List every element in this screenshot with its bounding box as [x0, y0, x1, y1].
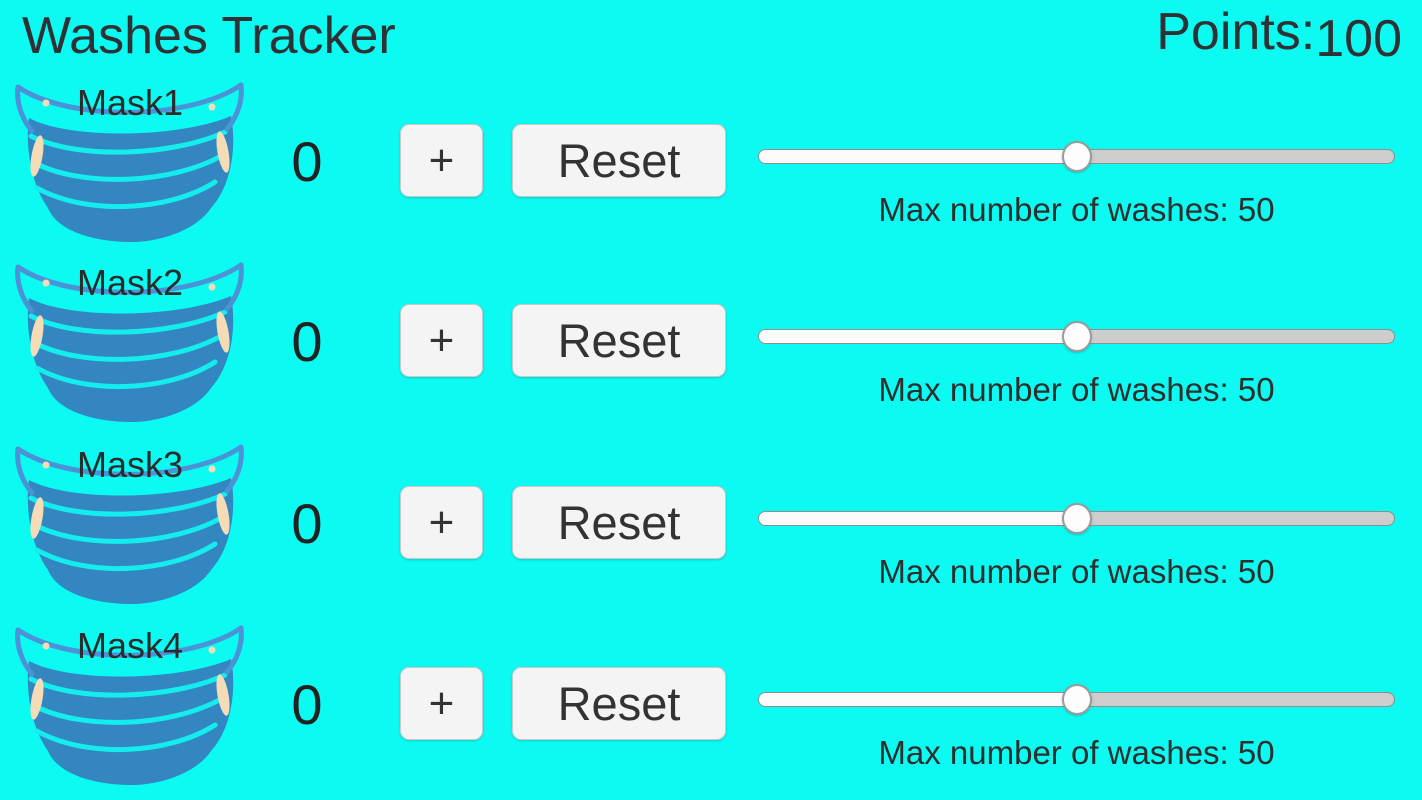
mask-image: Mask2 [15, 262, 245, 427]
slider-thumb[interactable] [1061, 321, 1092, 352]
mask-row: Mask1 0 + Reset Max number of washes: 50 [0, 79, 1422, 261]
increment-button[interactable]: + [400, 304, 483, 377]
page-title: Washes Tracker [22, 7, 396, 65]
mask-label: Mask2 [76, 262, 184, 303]
reset-button[interactable]: Reset [512, 486, 726, 559]
reset-button[interactable]: Reset [512, 124, 726, 197]
wash-count: 0 [291, 130, 323, 193]
reset-button[interactable]: Reset [512, 667, 726, 740]
points-value: 100 [1315, 10, 1402, 68]
points-label: Points: [1156, 3, 1316, 61]
points-display: Points:100 [1156, 2, 1402, 69]
mask-image: Mask1 [15, 82, 245, 247]
mask-label: Mask4 [76, 625, 184, 666]
washes-slider[interactable] [758, 321, 1395, 352]
slider-caption: Max number of washes: 50 [878, 371, 1275, 408]
mask-label: Mask3 [76, 444, 184, 485]
mask-image: Mask3 [15, 444, 245, 609]
increment-button[interactable]: + [400, 486, 483, 559]
reset-button[interactable]: Reset [512, 304, 726, 377]
slider-track-filled[interactable] [759, 150, 1077, 163]
slider-thumb[interactable] [1061, 141, 1092, 172]
mask-label: Mask1 [76, 82, 184, 123]
slider-thumb[interactable] [1061, 503, 1092, 534]
slider-caption: Max number of washes: 50 [878, 734, 1275, 771]
slider-caption: Max number of washes: 50 [878, 191, 1275, 228]
wash-count: 0 [291, 492, 323, 555]
slider-thumb[interactable] [1061, 684, 1092, 715]
washes-slider[interactable] [758, 684, 1395, 715]
mask-row: Mask3 0 + Reset Max number of washes: 50 [0, 441, 1422, 623]
mask-row: Mask2 0 + Reset Max number of washes: 50 [0, 259, 1422, 441]
washes-slider[interactable] [758, 503, 1395, 534]
increment-button[interactable]: + [400, 124, 483, 197]
increment-button[interactable]: + [400, 667, 483, 740]
slider-track-filled[interactable] [759, 693, 1077, 706]
mask-image: Mask4 [15, 625, 245, 790]
slider-caption: Max number of washes: 50 [878, 553, 1275, 590]
mask-row: Mask4 0 + Reset Max number of washes: 50 [0, 622, 1422, 800]
washes-slider[interactable] [758, 141, 1395, 172]
wash-count: 0 [291, 673, 323, 736]
wash-count: 0 [291, 310, 323, 373]
slider-track-filled[interactable] [759, 330, 1077, 343]
slider-track-filled[interactable] [759, 512, 1077, 525]
